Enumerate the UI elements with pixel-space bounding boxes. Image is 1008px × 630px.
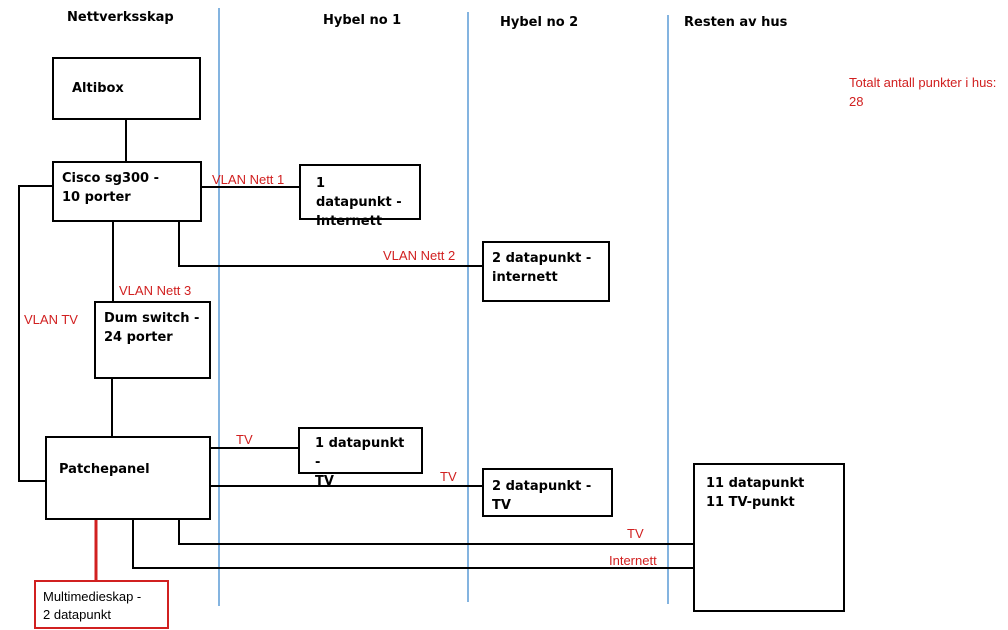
box-dum-switch: Dum switch - 24 porter	[94, 301, 211, 379]
note-total-points: Totalt antall punkter i hus: 28	[849, 75, 997, 109]
label-vlan-tv: VLAN TV	[24, 312, 78, 327]
label-vlan-nett-2: VLAN Nett 2	[383, 248, 456, 263]
label-vlan-nett-3: VLAN Nett 3	[119, 283, 192, 298]
label-vlan-nett-1: VLAN Nett 1	[212, 172, 285, 187]
box-hybel1-internett: 1 datapunkt - Internett	[299, 164, 421, 229]
label-tv-hybel2: TV	[440, 469, 457, 484]
box-patchepanel: Patchepanel	[45, 436, 211, 520]
column-header-nettverksskap: Nettverksskap	[67, 10, 174, 25]
box-hybel2-tv: 2 datapunkt - TV	[482, 468, 613, 517]
column-header-hybel1: Hybel no 1	[323, 13, 402, 28]
label-internett-resten: Internett	[609, 553, 657, 568]
label-tv-hybel1: TV	[236, 432, 253, 447]
column-header-hybel2: Hybel no 2	[500, 15, 579, 30]
box-cisco-switch: Cisco sg300 - 10 porter	[52, 161, 202, 222]
box-multimedieskap: Multimedieskap - 2 datapunkt	[34, 580, 169, 629]
label-tv-resten: TV	[627, 526, 644, 541]
wire-patchepanel-resten-tv	[178, 520, 694, 545]
wire-patchepanel-resten-internett	[132, 520, 694, 569]
box-resten-av-hus: 11 datapunkt 11 TV-punkt	[693, 463, 845, 612]
box-hybel1-tv: 1 datapunkt - TV	[298, 427, 423, 489]
column-header-resten: Resten av hus	[684, 15, 788, 30]
box-altibox: Altibox	[52, 57, 201, 120]
wire-cisco-hybel2-internett	[178, 222, 483, 267]
wire-vlan-tv	[18, 185, 52, 482]
box-hybel2-internett: 2 datapunkt - internett	[482, 241, 610, 302]
